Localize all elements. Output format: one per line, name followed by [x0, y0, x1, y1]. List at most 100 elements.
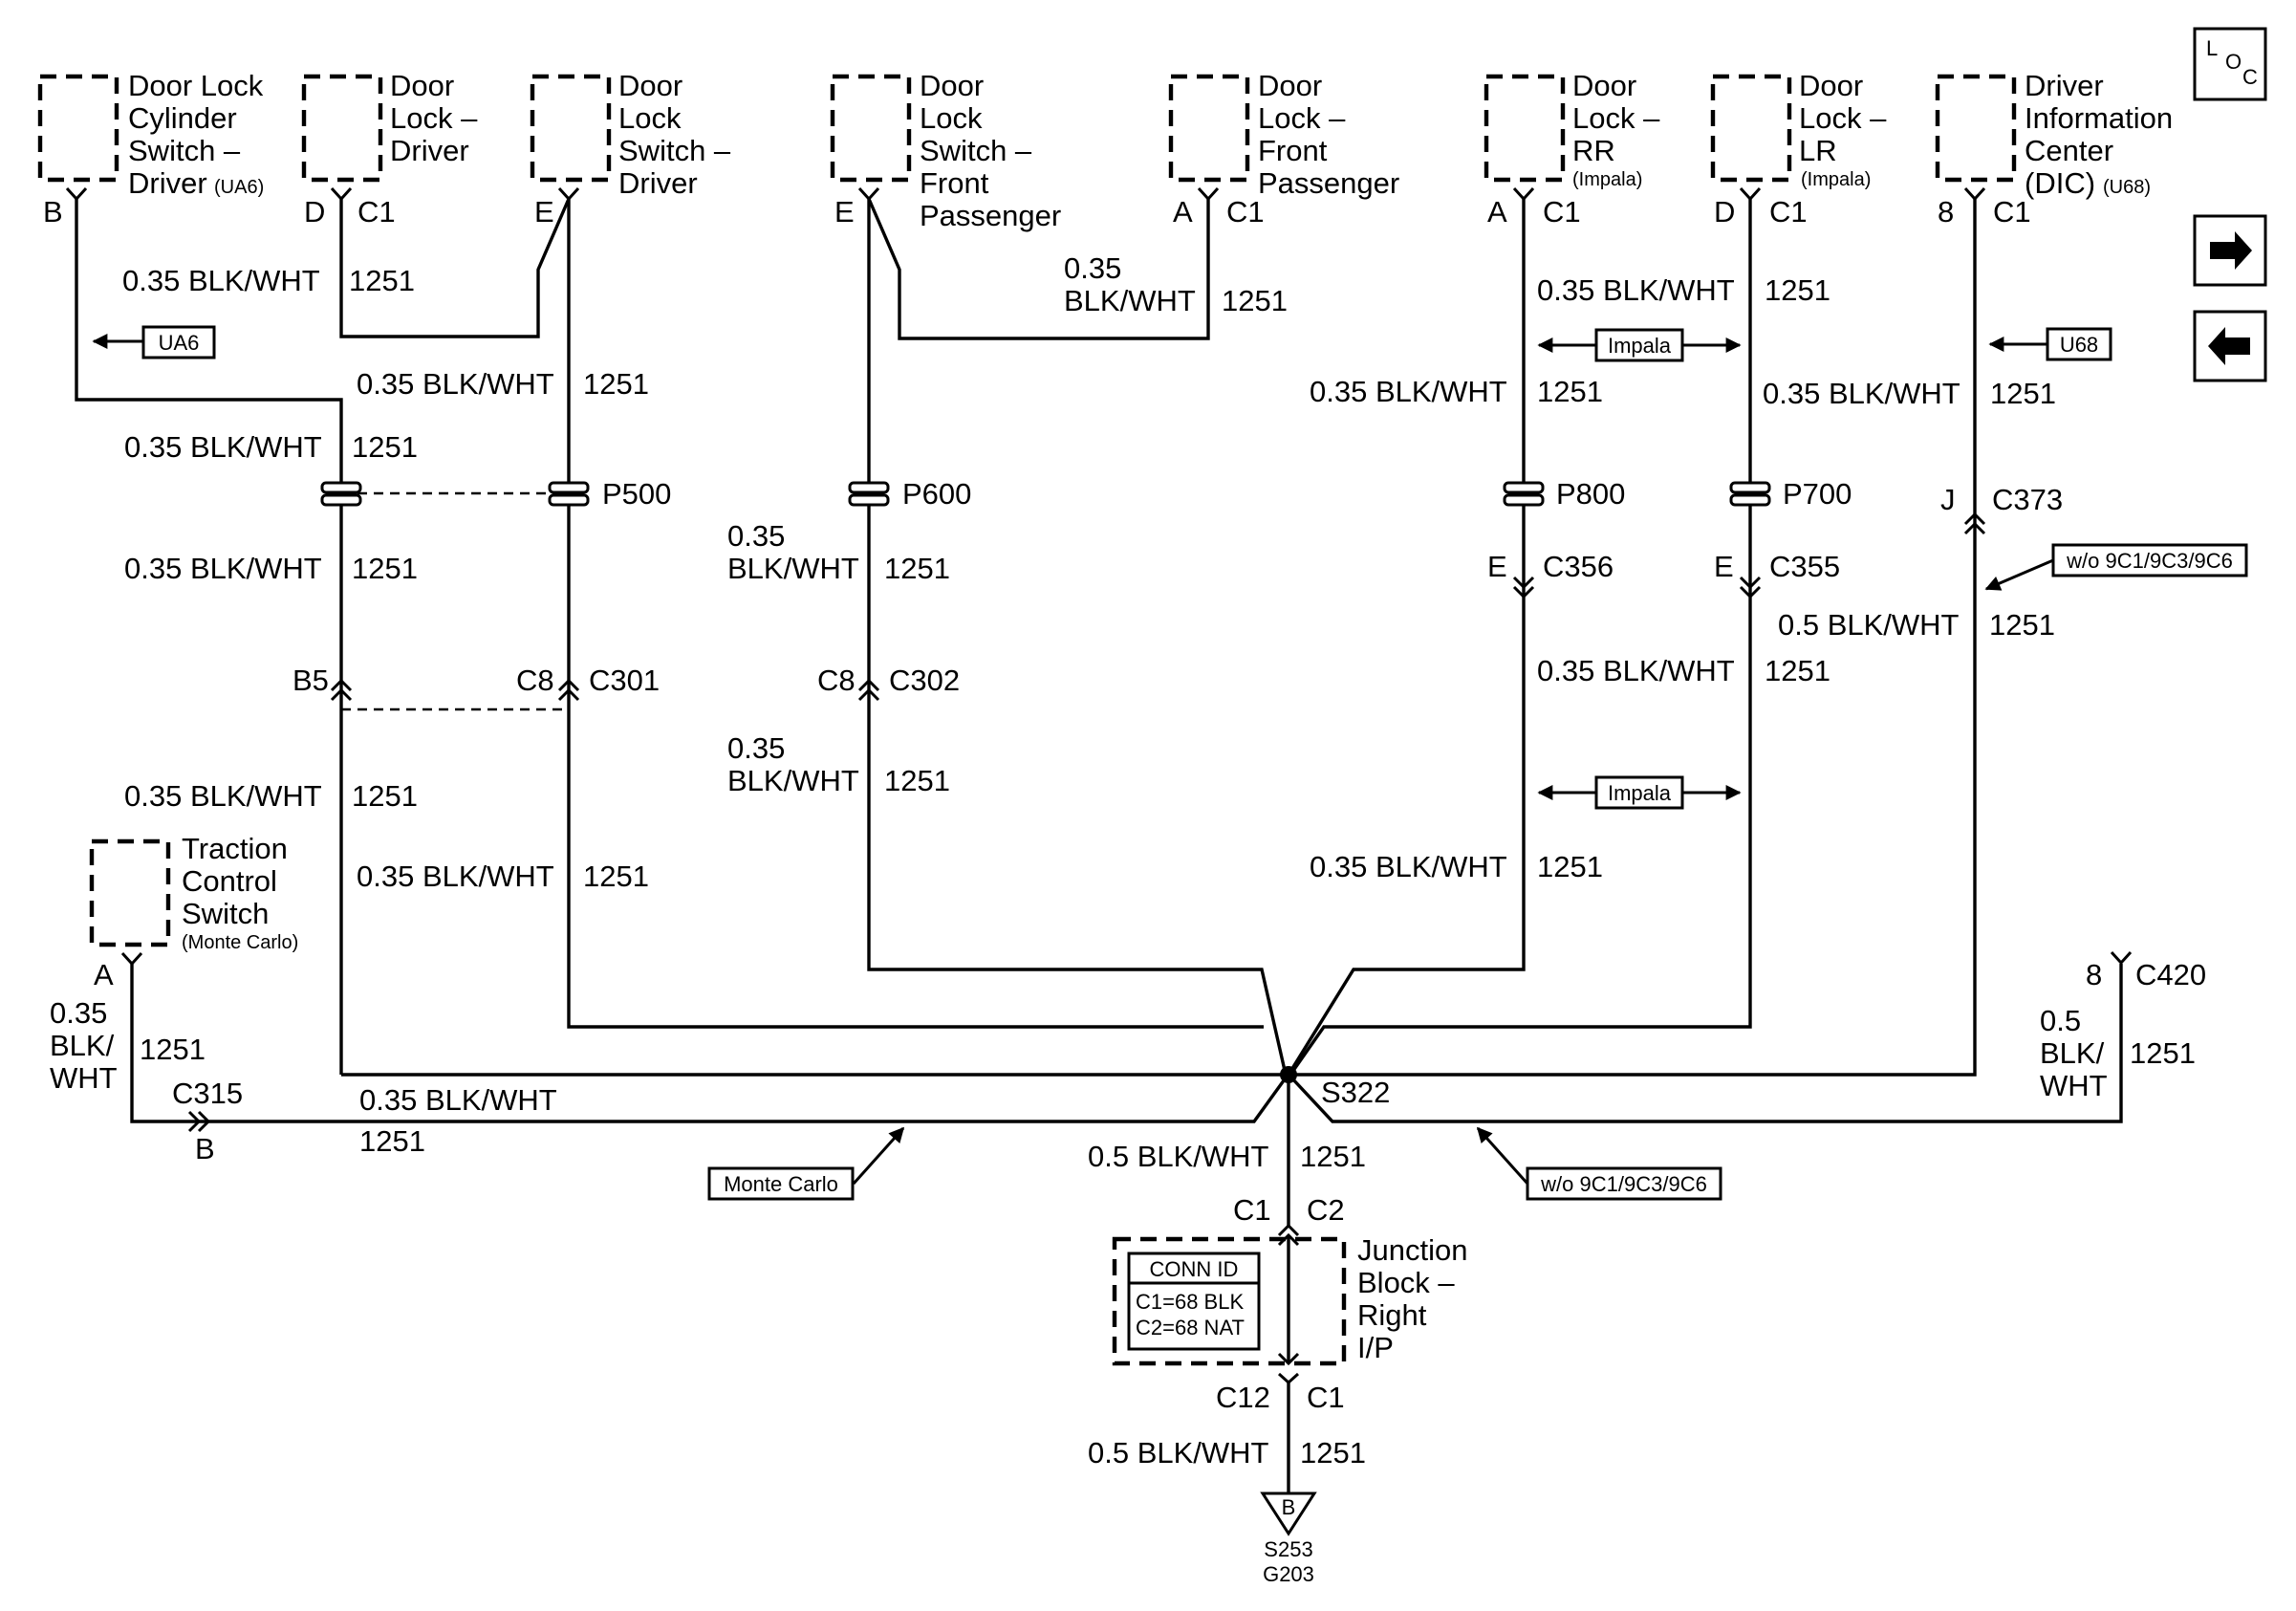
- svg-text:1251: 1251: [1765, 654, 1830, 687]
- svg-text:0.5: 0.5: [2040, 1004, 2081, 1037]
- svg-text:0.35: 0.35: [727, 519, 785, 553]
- svg-text:0.35 BLK/WHT: 0.35 BLK/WHT: [124, 430, 322, 464]
- svg-text:P600: P600: [902, 477, 971, 511]
- svg-text:0.35: 0.35: [1064, 251, 1121, 285]
- inline-connectors: P500 P600 P800 P700: [320, 477, 1852, 511]
- svg-text:Lock –: Lock –: [1572, 101, 1660, 135]
- svg-text:C1=68 BLK: C1=68 BLK: [1136, 1290, 1244, 1314]
- svg-text:Door: Door: [1572, 69, 1636, 102]
- svg-text:CONN ID: CONN ID: [1150, 1257, 1239, 1281]
- svg-text:0.5 BLK/WHT: 0.5 BLK/WHT: [1088, 1436, 1269, 1469]
- svg-text:E: E: [1487, 550, 1507, 583]
- component-door-lock-front-passenger: Door Lock – Front Passenger A C1: [1168, 69, 1399, 229]
- svg-text:BLK/WHT: BLK/WHT: [727, 764, 859, 797]
- svg-text:1251: 1251: [1989, 608, 2055, 642]
- svg-text:LR: LR: [1799, 134, 1837, 167]
- svg-text:1251: 1251: [1300, 1140, 1366, 1173]
- svg-text:1251: 1251: [140, 1033, 206, 1066]
- svg-text:0.35 BLK/WHT: 0.35 BLK/WHT: [124, 552, 322, 585]
- svg-text:C8: C8: [516, 664, 554, 697]
- splice-s322-label: S322: [1321, 1076, 1390, 1109]
- component-door-lock-driver: Door Lock – Driver D C1: [301, 69, 478, 229]
- svg-text:Door: Door: [618, 69, 682, 102]
- svg-text:Center: Center: [2025, 134, 2113, 167]
- connector-c356: E C356: [1487, 550, 1614, 599]
- svg-text:1251: 1251: [349, 264, 415, 297]
- svg-text:D: D: [1714, 195, 1735, 229]
- svg-text:Switch –: Switch –: [618, 134, 731, 167]
- svg-text:C356: C356: [1543, 550, 1614, 583]
- option-monte-carlo: Monte Carlo: [707, 1126, 905, 1201]
- wire-circuit-1251: [75, 198, 2123, 1493]
- svg-text:(DIC): (DIC): [2025, 166, 2095, 200]
- svg-text:1251: 1251: [583, 367, 649, 401]
- svg-text:Traction: Traction: [182, 832, 288, 865]
- svg-text:E: E: [834, 195, 855, 229]
- svg-text:Door Lock: Door Lock: [128, 69, 264, 102]
- previous-page-arrow-icon[interactable]: [2193, 310, 2267, 382]
- svg-text:1251: 1251: [1222, 284, 1288, 317]
- svg-text:BLK/WHT: BLK/WHT: [1064, 284, 1196, 317]
- svg-text:Door: Door: [1799, 69, 1863, 102]
- svg-text:WHT: WHT: [2040, 1069, 2108, 1102]
- svg-text:Driver: Driver: [2025, 69, 2104, 102]
- svg-text:0.35: 0.35: [50, 996, 107, 1030]
- svg-text:B: B: [43, 195, 63, 229]
- option-impala-bottom: Impala: [1537, 775, 1742, 810]
- svg-text:1251: 1251: [583, 860, 649, 893]
- component-door-lock-lr: Door Lock – LR (Impala) D C1: [1710, 69, 1887, 229]
- svg-text:B: B: [195, 1132, 215, 1165]
- svg-text:C12: C12: [1216, 1381, 1270, 1414]
- svg-text:B: B: [1282, 1495, 1296, 1519]
- svg-text:(U68): (U68): [2103, 177, 2151, 198]
- svg-text:Switch –: Switch –: [128, 134, 241, 167]
- svg-text:C1: C1: [1769, 195, 1808, 229]
- svg-text:Lock: Lock: [618, 101, 682, 135]
- splice-s322: [1280, 1066, 1297, 1083]
- loc-icon[interactable]: L O C: [2193, 27, 2267, 101]
- svg-text:8: 8: [1938, 195, 1954, 229]
- svg-text:C2: C2: [1307, 1193, 1345, 1227]
- svg-text:UA6: UA6: [159, 331, 200, 355]
- component-driver-information-center: Driver Information Center (DIC) (U68) 8 …: [1935, 69, 2173, 229]
- svg-text:C1: C1: [1233, 1193, 1271, 1227]
- connector-p500-left: [320, 481, 362, 507]
- svg-text:Lock –: Lock –: [1258, 101, 1346, 135]
- option-impala-top: Impala: [1537, 328, 1742, 362]
- svg-text:C373: C373: [1992, 483, 2063, 516]
- svg-text:A: A: [94, 958, 114, 991]
- connector-p700: P700: [1729, 477, 1852, 511]
- svg-text:E: E: [534, 195, 554, 229]
- connector-p500: P500: [548, 477, 671, 511]
- wire-labels: 0.35 BLK/WHT 1251 0.35 BLK/WHT 1251 0.35…: [50, 251, 2196, 1469]
- svg-text:Front: Front: [920, 166, 989, 200]
- option-u68: U68: [1988, 327, 2112, 361]
- svg-text:Passenger: Passenger: [920, 199, 1061, 232]
- svg-text:1251: 1251: [352, 552, 418, 585]
- svg-text:w/o 9C1/9C3/9C6: w/o 9C1/9C3/9C6: [2066, 549, 2233, 573]
- svg-text:1251: 1251: [1765, 273, 1830, 307]
- svg-text:C8: C8: [817, 664, 856, 697]
- svg-text:Block –: Block –: [1357, 1266, 1455, 1299]
- svg-text:0.5 BLK/WHT: 0.5 BLK/WHT: [1778, 608, 1960, 642]
- svg-text:(Impala): (Impala): [1801, 169, 1871, 190]
- svg-text:C420: C420: [2135, 958, 2206, 991]
- ground-g203: B S253 G203: [1260, 1491, 1317, 1586]
- svg-text:Door: Door: [390, 69, 454, 102]
- svg-text:Door: Door: [1258, 69, 1322, 102]
- svg-text:1251: 1251: [352, 430, 418, 464]
- svg-text:Monte Carlo: Monte Carlo: [724, 1172, 838, 1196]
- next-page-arrow-icon[interactable]: [2193, 214, 2267, 287]
- component-door-lock-switch-driver: Door Lock Switch – Driver E: [530, 69, 731, 229]
- conn-id-box: CONN ID C1=68 BLK C2=68 NAT: [1127, 1252, 1261, 1351]
- svg-text:U68: U68: [2060, 333, 2098, 357]
- svg-text:1251: 1251: [1300, 1436, 1366, 1469]
- svg-text:0.35 BLK/WHT: 0.35 BLK/WHT: [1310, 375, 1507, 408]
- svg-text:0.35 BLK/WHT: 0.35 BLK/WHT: [359, 1083, 557, 1117]
- svg-text:0.35 BLK/WHT: 0.35 BLK/WHT: [1537, 273, 1735, 307]
- connector-p800: P800: [1503, 477, 1625, 511]
- svg-text:(Monte Carlo): (Monte Carlo): [182, 932, 298, 953]
- connector-c373: J C373: [1940, 483, 2063, 535]
- svg-text:C302: C302: [889, 664, 960, 697]
